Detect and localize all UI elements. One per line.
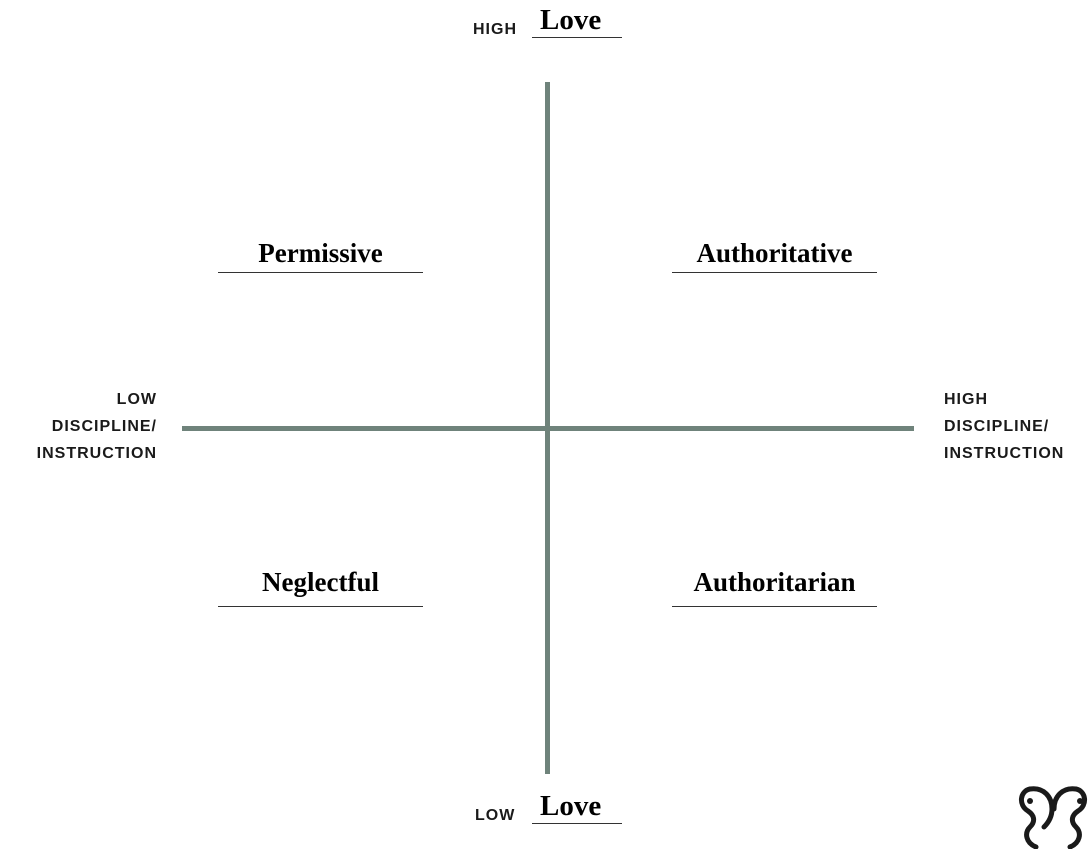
quadrant-top-left-underline — [218, 272, 423, 273]
top-level-label: HIGH — [473, 21, 517, 38]
left-axis-line2: DISCIPLINE/ — [51, 418, 157, 435]
quadrant-top-right-underline — [672, 272, 877, 273]
quadrant-bottom-right-underline — [672, 606, 877, 607]
left-axis-label: LOW DISCIPLINE/ INSTRUCTION — [0, 386, 157, 467]
right-axis-line1: HIGH — [944, 391, 988, 408]
quadrant-top-right-label: Authoritative — [696, 238, 853, 268]
quadrant-bottom-left-label: Neglectful — [262, 567, 379, 597]
two-faces-logo-icon — [1019, 786, 1087, 849]
quadrant-top-left-label: Permissive — [258, 238, 383, 268]
bottom-title-underline — [532, 823, 622, 824]
top-love-title: Love — [540, 4, 602, 36]
right-axis-line2: DISCIPLINE/ — [944, 418, 1050, 435]
left-axis-line1: LOW — [116, 391, 157, 408]
quadrant-bottom-left-underline — [218, 606, 423, 607]
horizontal-axis — [182, 426, 914, 431]
bottom-love-title: Love — [540, 790, 602, 822]
top-title-underline — [532, 37, 622, 38]
right-axis-label: HIGH DISCIPLINE/ INSTRUCTION — [944, 386, 1064, 467]
quadrant-bottom-right-label: Authoritarian — [693, 567, 856, 597]
right-axis-line3: INSTRUCTION — [944, 445, 1065, 462]
bottom-level-label: LOW — [475, 807, 516, 824]
left-axis-line3: INSTRUCTION — [36, 445, 157, 462]
